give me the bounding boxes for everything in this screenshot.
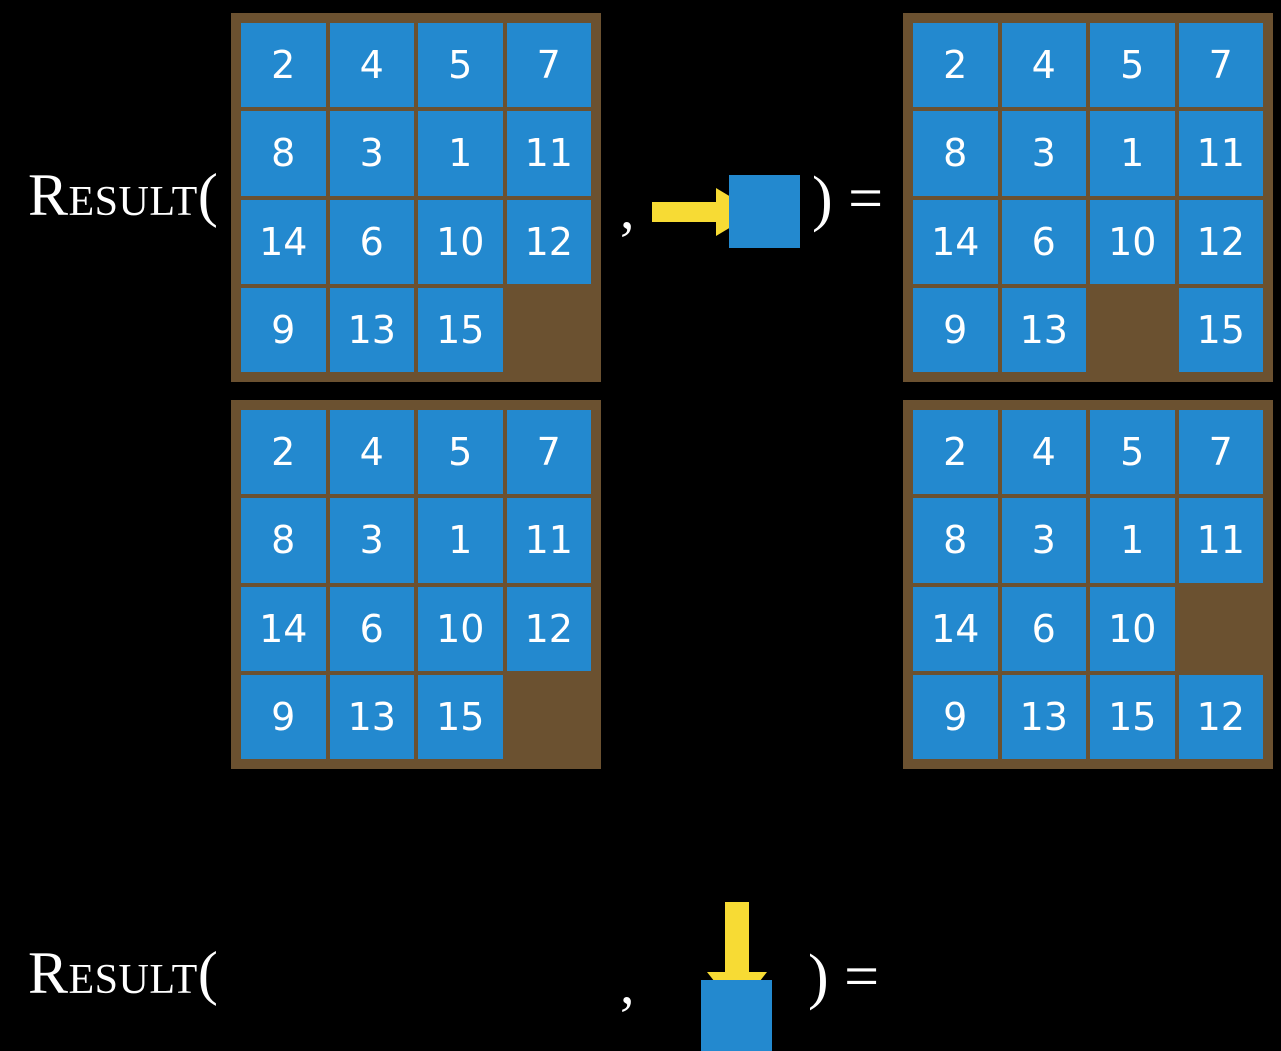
puzzle-tile[interactable]: 7 bbox=[1178, 23, 1263, 108]
puzzle-tile[interactable]: 15 bbox=[418, 287, 503, 372]
puzzle-empty-slot bbox=[1090, 288, 1175, 372]
puzzle-tile[interactable]: 2 bbox=[241, 23, 326, 108]
puzzle-empty-slot bbox=[1179, 587, 1264, 671]
puzzle-tile[interactable]: 1 bbox=[1090, 498, 1175, 583]
puzzle-tile[interactable]: 8 bbox=[913, 498, 998, 583]
argument-separator-comma: , bbox=[620, 176, 635, 241]
puzzle-tile[interactable]: 10 bbox=[1090, 586, 1175, 671]
puzzle-tile[interactable]: 1 bbox=[418, 498, 503, 583]
puzzle-empty-slot bbox=[507, 675, 592, 759]
puzzle-tile[interactable]: 13 bbox=[1001, 674, 1086, 759]
puzzle-tile[interactable]: 7 bbox=[1178, 410, 1263, 495]
puzzle-tile[interactable]: 13 bbox=[1001, 287, 1086, 372]
puzzle-tile[interactable]: 4 bbox=[1001, 23, 1086, 108]
puzzle-tile[interactable]: 4 bbox=[329, 23, 414, 108]
puzzle-empty-slot bbox=[507, 288, 592, 372]
puzzle-tile[interactable]: 4 bbox=[1001, 410, 1086, 495]
puzzle-tile[interactable]: 5 bbox=[1090, 23, 1175, 108]
puzzle-tile[interactable]: 3 bbox=[329, 498, 414, 583]
puzzle-tile[interactable]: 13 bbox=[329, 287, 414, 372]
puzzle-tile[interactable]: 12 bbox=[1178, 199, 1263, 284]
puzzle-tile[interactable]: 9 bbox=[241, 287, 326, 372]
puzzle-tile[interactable]: 9 bbox=[241, 674, 326, 759]
puzzle-tile[interactable]: 6 bbox=[1001, 586, 1086, 671]
puzzle-tile[interactable]: 1 bbox=[418, 111, 503, 196]
puzzle-tile[interactable]: 1 bbox=[1090, 111, 1175, 196]
puzzle-tile[interactable]: 11 bbox=[1178, 498, 1263, 583]
puzzle-tile[interactable]: 8 bbox=[241, 498, 326, 583]
puzzle-tile[interactable]: 5 bbox=[418, 410, 503, 495]
puzzle-tile[interactable]: 12 bbox=[1178, 674, 1263, 759]
puzzle-tile[interactable]: 3 bbox=[329, 111, 414, 196]
puzzle-tile[interactable]: 7 bbox=[506, 410, 591, 495]
puzzle-tile[interactable]: 2 bbox=[913, 410, 998, 495]
puzzle-tile[interactable]: 5 bbox=[1090, 410, 1175, 495]
puzzle-tile[interactable]: 8 bbox=[241, 111, 326, 196]
puzzle-tile[interactable]: 3 bbox=[1001, 111, 1086, 196]
puzzle-tile[interactable]: 12 bbox=[506, 199, 591, 284]
puzzle-tile[interactable]: 15 bbox=[1178, 287, 1263, 372]
puzzle-tile[interactable]: 14 bbox=[913, 586, 998, 671]
puzzle-tile[interactable]: 9 bbox=[913, 674, 998, 759]
puzzle-tile[interactable]: 14 bbox=[241, 586, 326, 671]
move-target-tile-row-1 bbox=[729, 175, 800, 248]
puzzle-tile[interactable]: 10 bbox=[418, 199, 503, 284]
puzzle-tile[interactable]: 6 bbox=[329, 199, 414, 284]
puzzle-tile[interactable]: 12 bbox=[506, 586, 591, 671]
puzzle-tile[interactable]: 3 bbox=[1001, 498, 1086, 583]
puzzle-tile[interactable]: 14 bbox=[241, 199, 326, 284]
puzzle-tile[interactable]: 15 bbox=[1090, 674, 1175, 759]
close-paren-equals: ) = bbox=[808, 943, 880, 1011]
result-function-label: Result( bbox=[28, 162, 219, 228]
result-function-label: Result( bbox=[28, 940, 219, 1006]
move-target-tile-row-2 bbox=[701, 980, 772, 1051]
puzzle-tile[interactable]: 8 bbox=[913, 111, 998, 196]
puzzle-tile[interactable]: 7 bbox=[506, 23, 591, 108]
puzzle-tile[interactable]: 4 bbox=[329, 410, 414, 495]
puzzle-tile[interactable]: 2 bbox=[241, 410, 326, 495]
puzzle-tile[interactable]: 13 bbox=[329, 674, 414, 759]
puzzle-tile[interactable]: 6 bbox=[329, 586, 414, 671]
puzzle-tile[interactable]: 9 bbox=[913, 287, 998, 372]
close-paren-equals: ) = bbox=[812, 165, 884, 233]
puzzle-tile[interactable]: 10 bbox=[418, 586, 503, 671]
puzzle-tile[interactable]: 15 bbox=[418, 674, 503, 759]
puzzle-tile[interactable]: 11 bbox=[506, 498, 591, 583]
puzzle-tile[interactable]: 11 bbox=[1178, 111, 1263, 196]
puzzle-tile[interactable]: 5 bbox=[418, 23, 503, 108]
puzzle-tile[interactable]: 14 bbox=[913, 199, 998, 284]
puzzle-tile[interactable]: 2 bbox=[913, 23, 998, 108]
puzzle-tile[interactable]: 11 bbox=[506, 111, 591, 196]
puzzle-tile[interactable]: 10 bbox=[1090, 199, 1175, 284]
puzzle-tile[interactable]: 6 bbox=[1001, 199, 1086, 284]
argument-separator-comma: , bbox=[620, 951, 635, 1016]
